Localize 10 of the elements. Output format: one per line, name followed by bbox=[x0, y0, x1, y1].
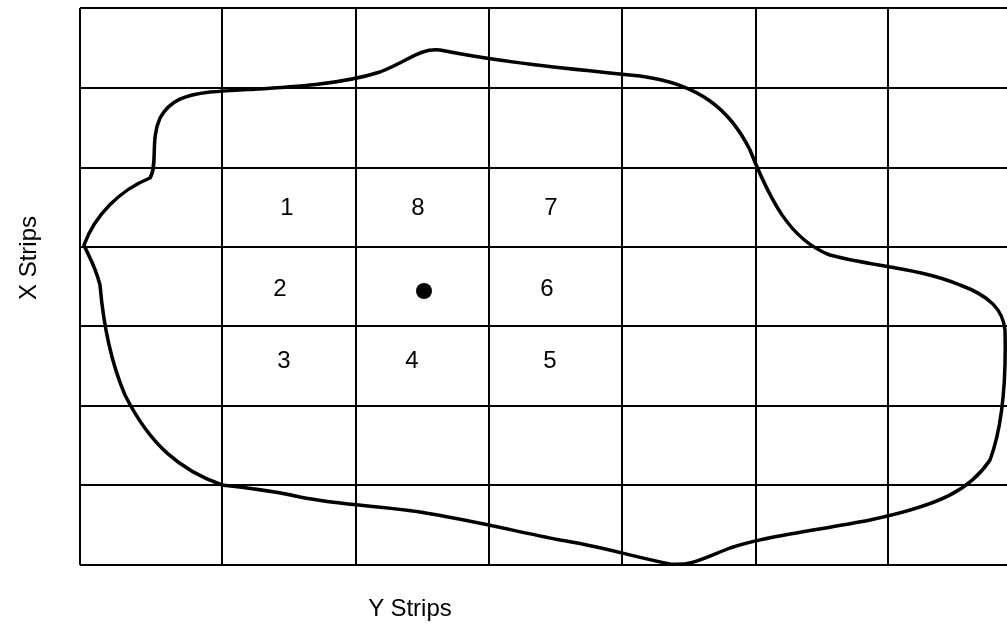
axis-label: X Strips bbox=[16, 216, 40, 300]
cell-number: 3 bbox=[277, 348, 291, 372]
cell-number: 6 bbox=[540, 276, 554, 300]
cell-number: 1 bbox=[280, 195, 294, 219]
cell-number: 7 bbox=[544, 195, 558, 219]
cell-number: 5 bbox=[543, 348, 557, 372]
cell-number: 2 bbox=[273, 276, 287, 300]
cell-number: 8 bbox=[411, 195, 425, 219]
cell-number: 4 bbox=[405, 348, 419, 372]
axis-label: Y Strips bbox=[368, 596, 452, 620]
